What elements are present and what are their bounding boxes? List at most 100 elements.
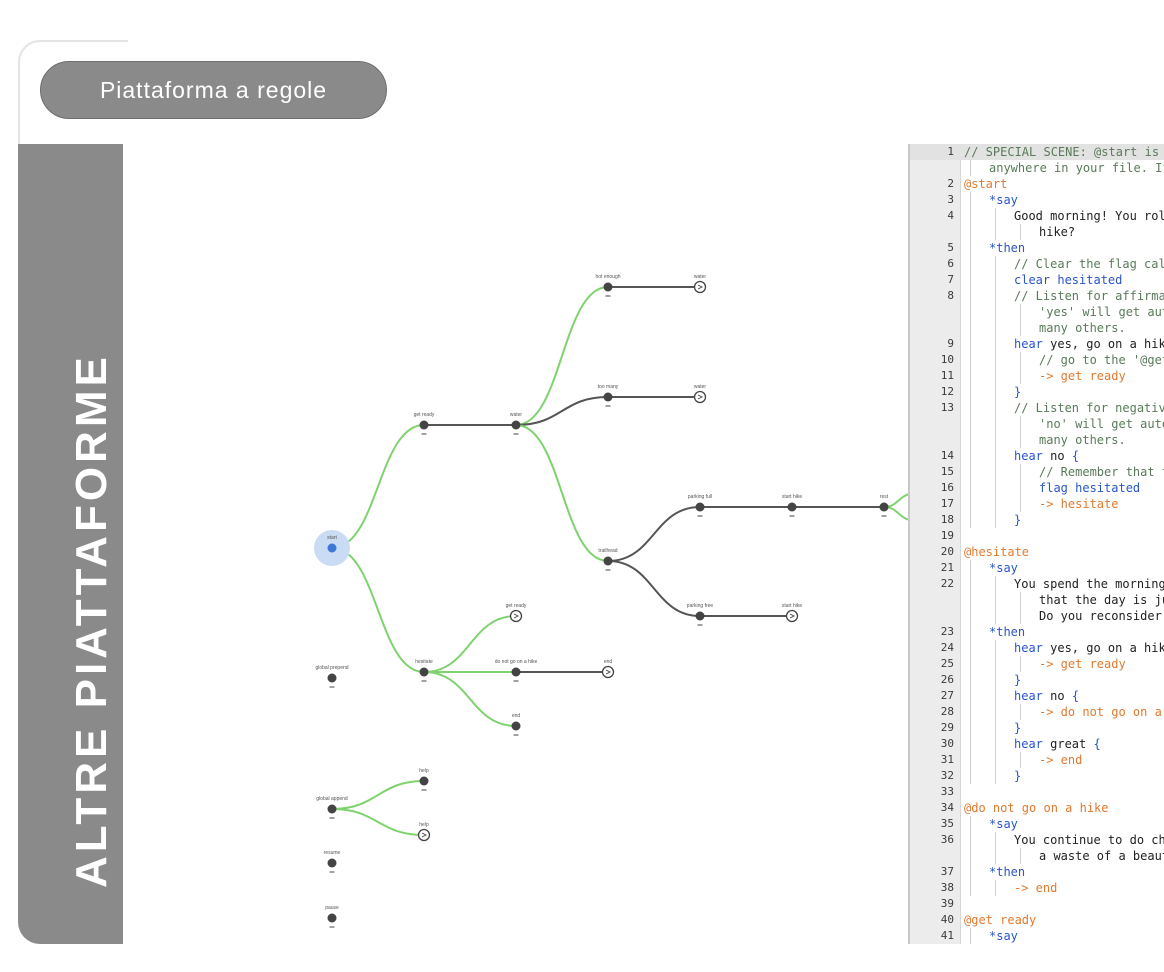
flow-node-help-1[interactable]: help: [419, 768, 429, 791]
code-line[interactable]: 10// go to the '@get re: [910, 352, 1164, 368]
flow-node-global-prepend[interactable]: global prepend: [315, 665, 349, 688]
code-line[interactable]: 32}: [910, 768, 1164, 784]
code-line[interactable]: many others.: [910, 432, 1164, 448]
flow-node-too-many[interactable]: too many: [598, 384, 619, 407]
flow-node-do-not[interactable]: do not go on a hike: [495, 659, 538, 682]
code-line[interactable]: 39: [910, 896, 1164, 912]
code-line[interactable]: 26}: [910, 672, 1164, 688]
code-line[interactable]: Do you reconsider and: [910, 608, 1164, 624]
line-number: 11: [940, 369, 954, 382]
code-line[interactable]: 13// Listen for negative re: [910, 400, 1164, 416]
code-line[interactable]: 38-> end: [910, 880, 1164, 896]
flow-node-parking-full[interactable]: parking full: [688, 494, 712, 517]
code-line[interactable]: 'no' will get automat: [910, 416, 1164, 432]
code-line[interactable]: that the day is just: [910, 592, 1164, 608]
code-line[interactable]: 19: [910, 528, 1164, 544]
flow-edge-water-to-too_many: [515, 396, 609, 426]
code-line[interactable]: 35*say: [910, 816, 1164, 832]
indent-guide: [970, 880, 971, 896]
flow-node-label: start hike: [782, 603, 803, 609]
indent-guide: [970, 336, 971, 352]
flow-node-label: global append: [316, 796, 348, 802]
flow-node-rest[interactable]: rest: [879, 494, 889, 517]
indent-guide: [1020, 368, 1021, 384]
code-line[interactable]: 1// SPECIAL SCENE: @start is a spe: [910, 144, 1164, 160]
code-line[interactable]: anywhere in your file. If no: [910, 160, 1164, 176]
indent-guide: [970, 688, 971, 704]
line-content: many others.: [1039, 432, 1126, 448]
code-line[interactable]: 'yes' will get automa: [910, 304, 1164, 320]
flow-node-water-1[interactable]: water: [693, 274, 707, 294]
flow-node-resume[interactable]: resume: [324, 850, 341, 873]
code-line[interactable]: 8// Listen for affirmative: [910, 288, 1164, 304]
script-editor[interactable]: 1// SPECIAL SCENE: @start is a speanywhe…: [908, 144, 1164, 944]
code-line[interactable]: 33: [910, 784, 1164, 800]
code-line[interactable]: 21*say: [910, 560, 1164, 576]
flow-node-get-ready-2[interactable]: get ready: [506, 603, 527, 623]
flow-node-start-hike-2[interactable]: start hike: [782, 603, 803, 623]
code-line[interactable]: 6// Clear the flag called: [910, 256, 1164, 272]
flow-node-water[interactable]: water: [510, 412, 523, 435]
code-line[interactable]: 34@do not go on a hike: [910, 800, 1164, 816]
line-content: // SPECIAL SCENE: @start is a spe: [964, 144, 1164, 160]
line-content: }: [1014, 512, 1021, 528]
flow-edge-hesitate-to-end_2: [423, 671, 517, 727]
flow-node-end-2[interactable]: end: [511, 713, 521, 736]
node-dot: [511, 721, 521, 731]
code-line[interactable]: 2@start: [910, 176, 1164, 192]
flow-node-label: parking free: [687, 603, 714, 609]
code-line[interactable]: 29}: [910, 720, 1164, 736]
flow-node-global-append[interactable]: global append: [316, 796, 348, 819]
flow-node-start[interactable]: start: [314, 530, 350, 566]
flow-node-help-2[interactable]: help: [417, 822, 431, 842]
flow-node-get-ready[interactable]: get ready: [414, 412, 435, 435]
flow-node-water-2[interactable]: water: [693, 384, 707, 404]
node-dot: [327, 543, 337, 553]
code-line[interactable]: 11-> get ready: [910, 368, 1164, 384]
flow-node-start-hike[interactable]: start hike: [782, 494, 803, 517]
code-line[interactable]: 15// Remember that the: [910, 464, 1164, 480]
code-token-keyword: *say: [989, 929, 1018, 943]
code-line[interactable]: 25-> get ready: [910, 656, 1164, 672]
line-number: 7: [947, 273, 954, 286]
code-line[interactable]: 20@hesitate: [910, 544, 1164, 560]
code-line[interactable]: 31-> end: [910, 752, 1164, 768]
code-line[interactable]: many others.: [910, 320, 1164, 336]
flow-node-hot-enough[interactable]: hot enough: [595, 274, 621, 297]
code-line[interactable]: 5*then: [910, 240, 1164, 256]
line-number: 10: [940, 353, 954, 366]
code-token-text: that the day is just: [1039, 593, 1164, 607]
code-line[interactable]: 18}: [910, 512, 1164, 528]
flow-node-label: global prepend: [315, 665, 348, 671]
flow-node-pause[interactable]: pause: [325, 905, 339, 928]
flow-node-trailhead[interactable]: trailhead: [598, 548, 618, 571]
code-line[interactable]: 23*then: [910, 624, 1164, 640]
code-line[interactable]: 17-> hesitate: [910, 496, 1164, 512]
indent-guide: [995, 720, 996, 736]
code-line[interactable]: 41*say: [910, 928, 1164, 944]
code-line[interactable]: 37*then: [910, 864, 1164, 880]
flow-node-label: hot enough: [595, 274, 620, 280]
code-line[interactable]: 12}: [910, 384, 1164, 400]
code-token-text: Good morning! You roll ov: [1014, 209, 1164, 223]
flow-node-hesitate[interactable]: hesitate: [415, 659, 433, 682]
code-line[interactable]: hike?: [910, 224, 1164, 240]
code-line[interactable]: 28-> do not go on a hik: [910, 704, 1164, 720]
flow-node-end-1[interactable]: end: [601, 659, 615, 679]
flow-node-parking-free[interactable]: parking free: [687, 603, 714, 626]
code-line[interactable]: 40@get ready: [910, 912, 1164, 928]
indent-guide: [995, 640, 996, 656]
code-line[interactable]: 3*say: [910, 192, 1164, 208]
code-line[interactable]: a waste of a beautifu: [910, 848, 1164, 864]
code-token-text: hike?: [1039, 225, 1076, 239]
